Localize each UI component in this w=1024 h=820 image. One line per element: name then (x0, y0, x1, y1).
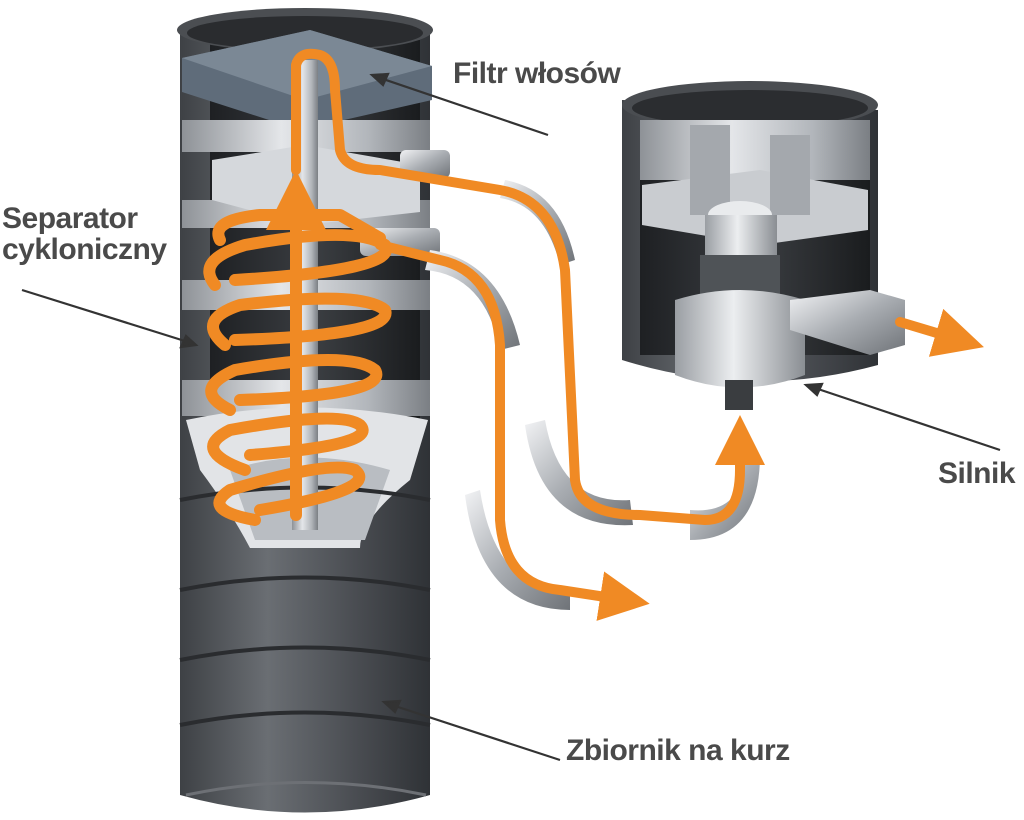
leader-arrow-tank (381, 699, 402, 714)
label-cyclone-separator: Separator cykloniczny (2, 203, 167, 265)
cyclone-unit (177, 8, 450, 813)
leader-line-motor (814, 386, 1001, 452)
leader-arrow-filter (369, 72, 390, 87)
leader-lines (21, 72, 1001, 762)
label-cyclone-separator-line1: Separator (2, 202, 138, 235)
leader-arrow-motor (803, 382, 824, 397)
leader-line-filter (379, 76, 549, 137)
label-motor: Silnik (938, 457, 1016, 490)
leader-line-tank (391, 703, 561, 762)
label-hair-filter: Filtr włosów (453, 57, 621, 90)
airflow-path (203, 48, 984, 621)
label-cyclone-separator-line2: cykloniczny (2, 233, 167, 266)
label-dust-container: Zbiornik na kurz (566, 734, 790, 767)
leader-arrow-separator (179, 334, 199, 349)
leader-line-separator (21, 288, 189, 344)
motor (675, 201, 805, 410)
motor-unit (622, 81, 905, 410)
